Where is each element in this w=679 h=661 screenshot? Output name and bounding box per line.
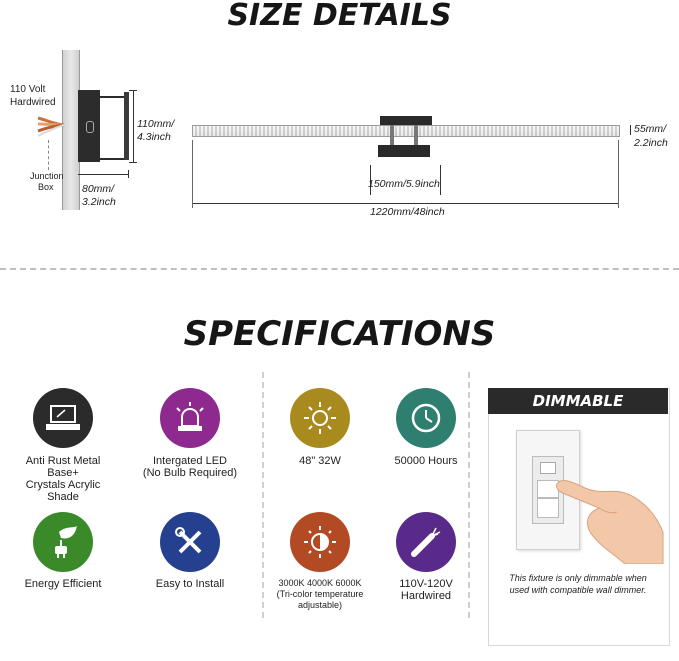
voltage-label: 110 Volt <box>10 84 46 95</box>
spec-divider-1 <box>262 372 264 618</box>
eco-plug-icon <box>55 526 77 558</box>
spec-led-line1: Intergated LED <box>153 455 227 467</box>
side-fixture <box>78 90 100 162</box>
bar-height-line <box>630 125 631 135</box>
bar-mount-top <box>380 116 432 125</box>
spec-divider-2 <box>468 372 470 618</box>
spec-item-lifetime <box>396 388 456 448</box>
total-length-tick-left <box>192 140 193 208</box>
wire-icon <box>411 527 441 557</box>
spec-item-color-temp <box>290 512 350 572</box>
crystal-bar <box>192 125 620 137</box>
dimmable-header: DIMMABLE <box>488 388 668 414</box>
spec-metal-base-line1: Anti Rust Metal Base+ <box>25 455 101 479</box>
spec-voltage-line1: 110V-120V <box>399 578 453 590</box>
junction-leader <box>48 140 49 170</box>
total-length-label: 1220mm/48inch <box>370 206 445 218</box>
spec-label-wattage: 48" 32W <box>299 455 341 467</box>
height-in: 4.3inch <box>137 131 171 143</box>
spec-item-metal-base <box>33 388 93 448</box>
spec-metal-base-line2: Crystals Acrylic Shade <box>25 479 101 503</box>
spec-label-lifetime: 50000 Hours <box>394 455 458 467</box>
sun-icon <box>304 402 336 434</box>
dimmer-slider-knob <box>540 462 556 474</box>
depth-dimension-line <box>78 174 128 175</box>
spec-led-line2: (No Bulb Required) <box>142 467 238 479</box>
spec-label-metal-base: Anti Rust Metal Base+ Crystals Acrylic S… <box>10 455 116 503</box>
box-label: Box <box>38 182 54 192</box>
base-width-tick-left <box>370 165 371 195</box>
bar-height-in: 2.2inch <box>634 137 668 149</box>
side-fixture-bar <box>124 92 129 160</box>
depth-tick <box>128 170 129 178</box>
hardwired-label: Hardwired <box>10 97 56 108</box>
dimmable-note-line1: This fixture is only dimmable when <box>509 573 647 583</box>
junction-label: Junction <box>30 171 64 181</box>
height-tick-bottom <box>129 162 137 163</box>
specifications-title: SPECIFICATIONS <box>183 314 496 354</box>
depth-mm: 80mm/ <box>82 183 115 195</box>
spec-voltage-line2: Hardwired <box>400 590 452 602</box>
side-fixture-plate <box>100 96 126 160</box>
spec-label-color-temp: 3000K 4000K 6000K (Tri-color temperature… <box>256 578 384 611</box>
base-width-tick-right <box>440 165 441 195</box>
bar-arm-right <box>414 125 418 145</box>
total-length-tick-right <box>618 140 619 208</box>
dimmer-toggle-lower <box>537 498 559 518</box>
tools-icon <box>175 527 202 554</box>
total-length-line <box>192 203 618 204</box>
spec-label-led: Intergated LED (No Bulb Required) <box>140 455 240 479</box>
color-temp-icon <box>304 526 336 558</box>
clock-icon <box>411 403 441 433</box>
section-divider <box>0 268 679 270</box>
height-dimension-line <box>133 90 134 162</box>
spec-color-temp-line1: 3000K 4000K 6000K <box>278 578 362 588</box>
wires-icon <box>37 116 65 137</box>
hand-icon <box>556 480 664 564</box>
spec-item-led <box>160 388 220 448</box>
bar-arm-left <box>390 125 394 145</box>
wall-plate <box>378 145 430 157</box>
laptop-base-icon <box>46 405 80 430</box>
base-width-label: 150mm/5.9inch <box>368 178 440 190</box>
size-details-title: SIZE DETAILS <box>227 0 452 33</box>
depth-in: 3.2inch <box>82 196 116 208</box>
height-tick-top <box>129 90 137 91</box>
height-mm: 110mm/ <box>137 118 175 130</box>
spec-label-voltage: 110V-120V Hardwired <box>376 578 476 602</box>
led-alarm-icon <box>176 402 204 431</box>
spec-color-temp-line2: (Tri-color temperature adjustable) <box>276 589 364 610</box>
spec-label-energy: Energy Efficient <box>24 578 102 590</box>
spec-item-voltage <box>396 512 456 572</box>
spec-item-wattage <box>290 388 350 448</box>
dimmable-note: This fixture is only dimmable when used … <box>492 572 664 596</box>
spec-item-energy <box>33 512 93 572</box>
screw-icon <box>86 121 94 133</box>
spec-label-install: Easy to Install <box>155 578 225 590</box>
spec-item-install <box>160 512 220 572</box>
dimmable-note-line2: used with compatible wall dimmer. <box>509 585 647 595</box>
bar-height-mm: 55mm/ <box>634 123 667 135</box>
